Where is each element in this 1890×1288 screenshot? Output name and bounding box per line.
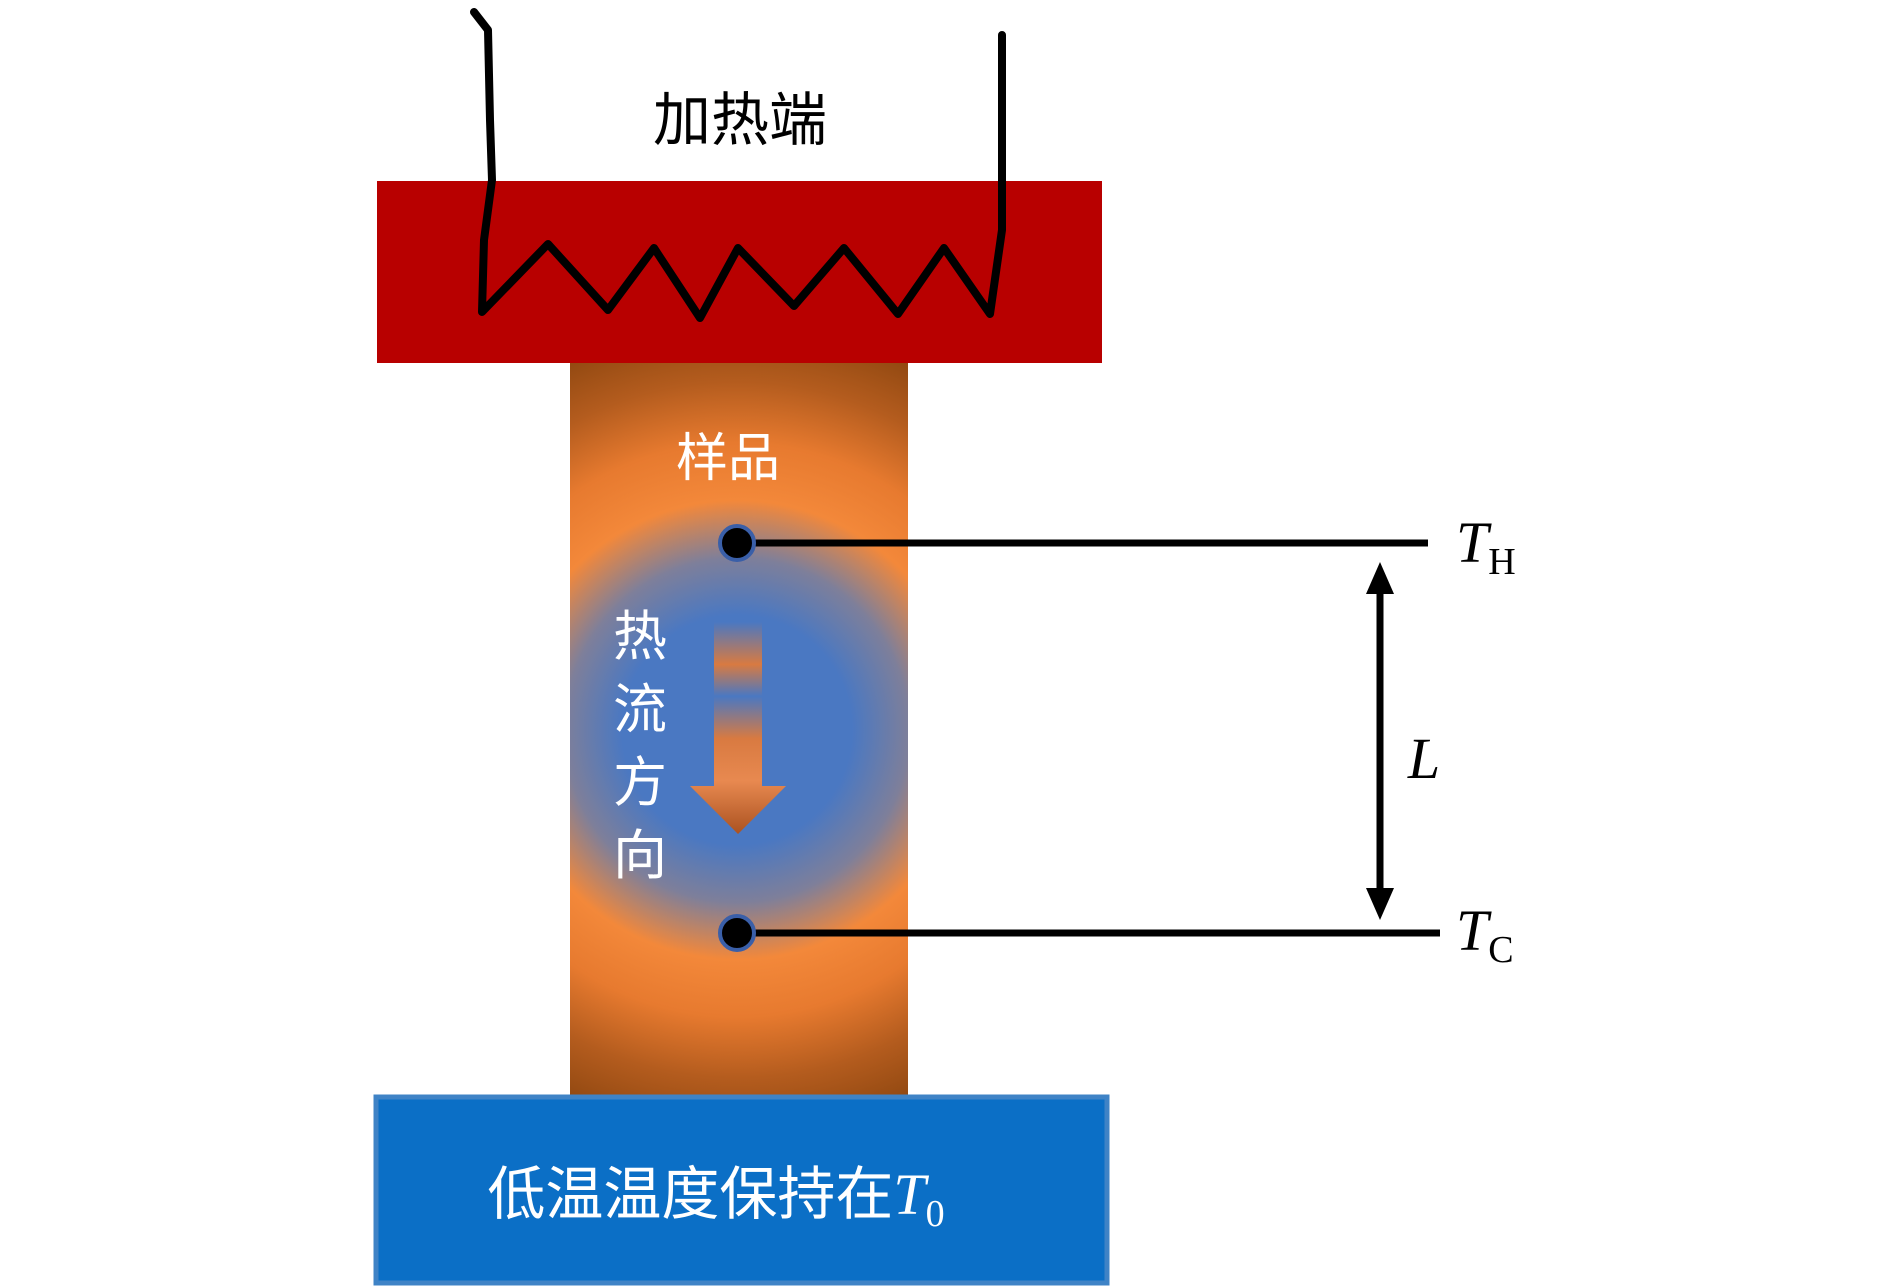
- length-arrow-bottom: [1366, 888, 1394, 920]
- heating-wire: [470, 8, 1006, 322]
- flow-char-2: 流: [613, 678, 667, 741]
- flow-char-4: 向: [613, 824, 667, 887]
- flow-char-1: 热: [613, 605, 667, 668]
- heat-sink-sub: 0: [926, 1193, 945, 1235]
- heat-sink-var: T: [893, 1162, 929, 1227]
- heater-label: 加热端: [653, 86, 827, 154]
- cold-probe-var: T: [1456, 898, 1492, 963]
- heat-sink-label: 低温温度保持在T0: [487, 1160, 944, 1235]
- cold-probe-point: [718, 914, 756, 952]
- heat-sink-label-text: 低温温度保持在: [487, 1160, 893, 1228]
- hot-probe-var: T: [1456, 510, 1492, 575]
- flow-char-3: 方: [613, 751, 667, 814]
- heater-block: [377, 181, 1102, 363]
- sample-label: 样品: [676, 429, 780, 489]
- hot-probe-point: [718, 524, 756, 562]
- cold-probe-sub: C: [1488, 929, 1513, 971]
- hot-probe-label: TH: [1456, 510, 1516, 583]
- hot-probe-sub: H: [1488, 541, 1515, 583]
- heat-sink-block: [373, 1094, 1110, 1286]
- length-label: L: [1407, 726, 1440, 791]
- heat-flow-arrow: [690, 622, 786, 834]
- length-arrow-top: [1366, 562, 1394, 594]
- cold-probe-label: TC: [1456, 898, 1514, 971]
